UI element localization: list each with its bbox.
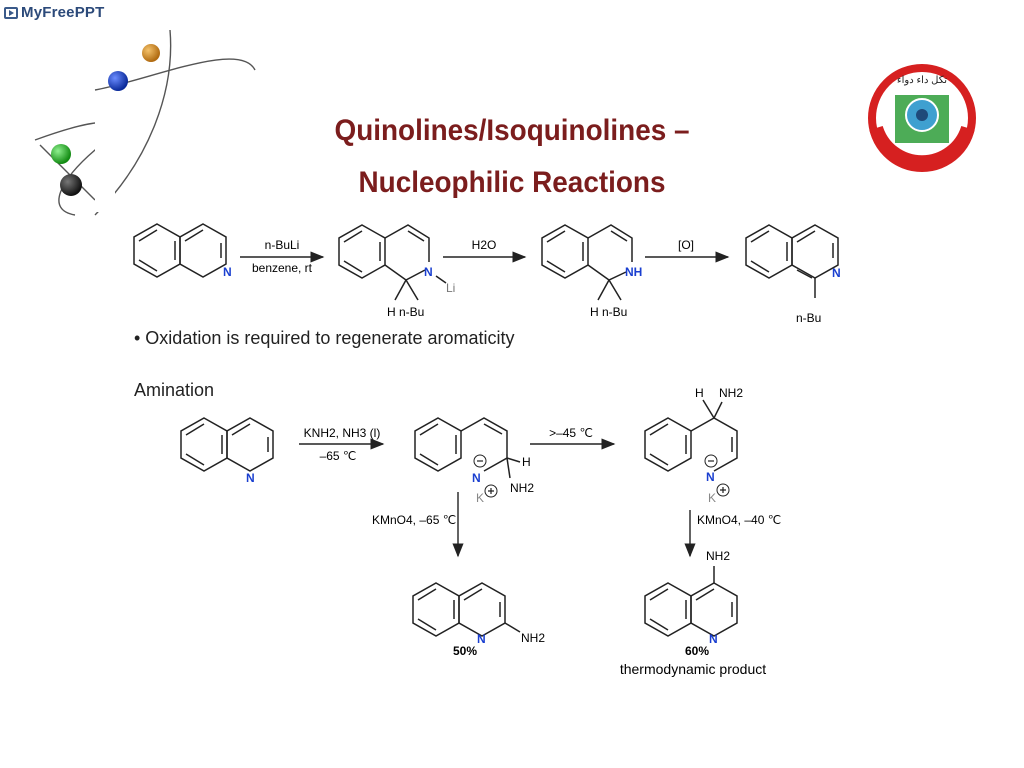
product-label: thermodynamic product <box>620 661 766 677</box>
nh2-label-3: NH2 <box>521 631 545 645</box>
n-label-8: N <box>477 632 486 646</box>
substituent-3: H n-Bu <box>590 305 627 319</box>
reagent-nbuli: n-BuLi <box>265 238 300 252</box>
blue-atom <box>108 71 128 91</box>
minus-charge-2 <box>704 454 718 468</box>
n-label-4: N <box>832 266 841 280</box>
plus-charge-1 <box>484 484 498 498</box>
brand: MyFreePPT <box>4 4 105 21</box>
slide-title: Quinolines/Isoquinolines – Nucleophilic … <box>0 105 1024 209</box>
adduct-4-position <box>644 399 738 472</box>
plus-charge-2 <box>716 483 730 497</box>
title-line-1: Quinolines/Isoquinolines – <box>334 114 690 147</box>
li-label: Li <box>446 281 455 295</box>
reagent-knh2: KNH2, NH3 (l) <box>304 426 381 440</box>
h-label-2: H <box>695 386 704 400</box>
minus-charge-1 <box>473 454 487 468</box>
yield-2: 60% <box>685 644 709 658</box>
logo: تكل داء دواء <box>868 64 976 172</box>
section-heading: Amination <box>134 380 215 400</box>
brand-text: MyFreePPT <box>21 4 105 21</box>
adduct-2-position <box>414 417 521 479</box>
reagent-kmno4-2: KMnO4, –40 ℃ <box>697 513 781 527</box>
n-label-5: N <box>246 471 255 485</box>
h-label-1: H <box>522 455 531 469</box>
n-label-9: N <box>709 632 718 646</box>
nh2-label-1: NH2 <box>510 481 534 495</box>
play-icon <box>4 6 18 19</box>
reagent-benzene: benzene, rt <box>252 261 313 275</box>
n-label-2: N <box>424 265 433 279</box>
2-aminoquinoline <box>412 582 521 637</box>
n-label-1: N <box>223 265 232 279</box>
logo-text: تكل داء دواء <box>897 75 947 86</box>
reagent-temp-2: >–45 ℃ <box>549 426 593 440</box>
black-atom <box>60 174 82 196</box>
yield-1: 50% <box>453 644 477 658</box>
isoquinoline-1 <box>133 223 227 278</box>
bullet-text: • Oxidation is required to regenerate ar… <box>134 328 515 348</box>
4-aminoquinoline <box>644 566 738 637</box>
substituent-4: n-Bu <box>796 311 821 325</box>
k-label-1: K <box>476 491 484 505</box>
substituent-2: H n-Bu <box>387 305 424 319</box>
nh-label: NH <box>625 265 642 279</box>
dihydro-isoquinoline-li <box>338 224 447 301</box>
reagent-water: H2O <box>472 238 497 252</box>
n-label-7: N <box>706 470 715 484</box>
title-panel-edge <box>95 92 115 212</box>
nh2-label-2: NH2 <box>719 386 743 400</box>
reagent-temp-1: –65 ℃ <box>320 449 357 463</box>
k-label-2: K <box>708 491 716 505</box>
dihydro-isoquinoline-nh <box>541 224 633 301</box>
butyl-isoquinoline <box>745 224 839 298</box>
reagent-kmno4-1: KMnO4, –65 ℃ <box>372 513 456 527</box>
n-label-6: N <box>472 471 481 485</box>
title-line-2: Nucleophilic Reactions <box>358 166 666 199</box>
orange-atom <box>142 44 160 62</box>
reagent-oxidant: [O] <box>678 238 694 252</box>
quinoline-start <box>180 417 274 472</box>
nh2-label-4: NH2 <box>706 549 730 563</box>
green-atom <box>51 144 71 164</box>
